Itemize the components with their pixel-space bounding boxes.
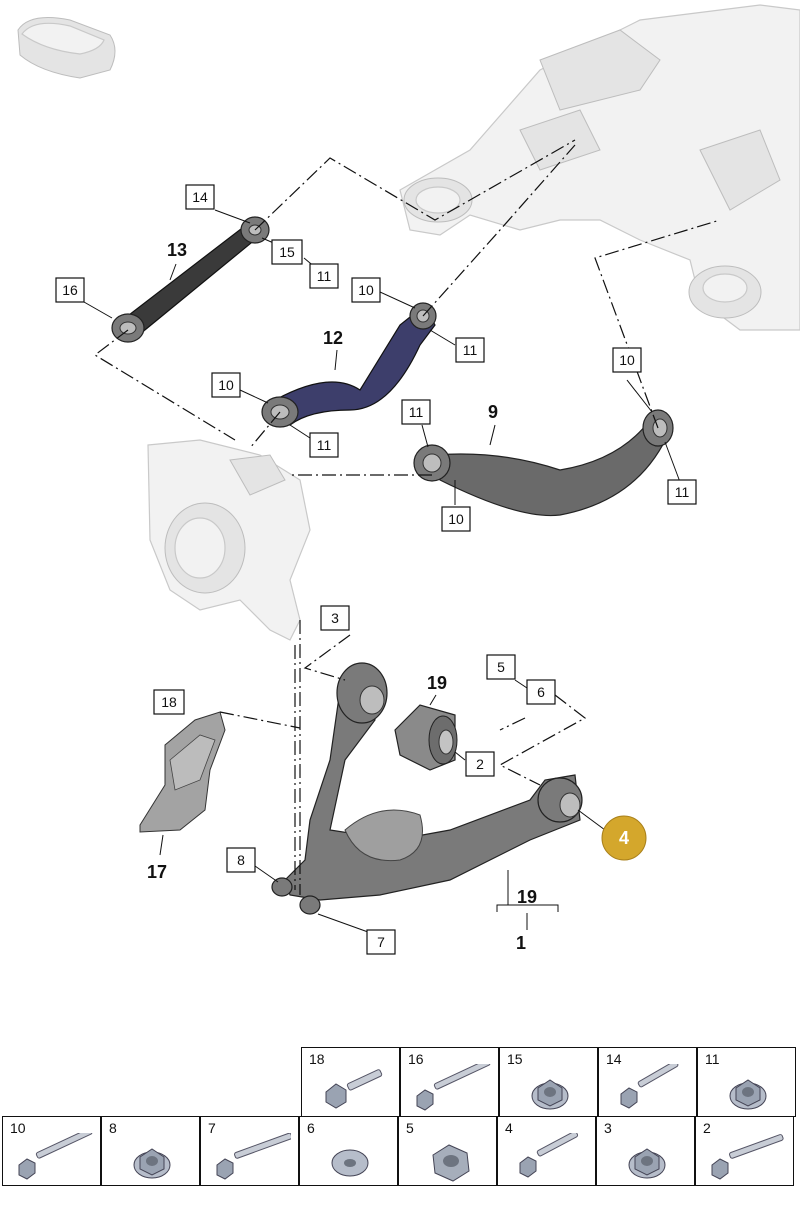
fastener-number: 5 bbox=[406, 1120, 414, 1136]
fastener-table: 18 16 15 14 11 bbox=[0, 1047, 800, 1197]
svg-text:11: 11 bbox=[409, 404, 424, 420]
flange-nut-icon bbox=[531, 1079, 569, 1110]
long-bolt-icon bbox=[416, 1064, 491, 1111]
svg-text:2: 2 bbox=[476, 756, 484, 772]
callout-10-b: 10 bbox=[211, 372, 241, 398]
fastener-number: 14 bbox=[606, 1051, 622, 1067]
link-9 bbox=[413, 409, 674, 517]
fastener-cell: 4 bbox=[497, 1116, 596, 1186]
callout-18: 18 bbox=[153, 689, 185, 715]
fastener-number: 16 bbox=[408, 1051, 424, 1067]
callout-11-e: 11 bbox=[667, 479, 697, 505]
fastener-number: 18 bbox=[309, 1051, 325, 1067]
lower-control-arm-1 bbox=[271, 662, 583, 915]
svg-text:10: 10 bbox=[358, 282, 374, 298]
ghost-block bbox=[17, 17, 116, 79]
callout-5: 5 bbox=[486, 654, 516, 680]
fastener-number: 6 bbox=[307, 1120, 315, 1136]
callout-3: 3 bbox=[320, 605, 350, 631]
fastener-cell: 2 bbox=[695, 1116, 794, 1186]
part-label-12: 12 bbox=[323, 328, 343, 348]
callout-11-c: 11 bbox=[309, 432, 339, 458]
fastener-cell: 10 bbox=[2, 1116, 101, 1186]
fastener-number: 7 bbox=[208, 1120, 216, 1136]
svg-text:6: 6 bbox=[537, 684, 545, 700]
wheel-carrier-ghost bbox=[147, 439, 311, 641]
callout-10-a: 10 bbox=[351, 277, 381, 303]
svg-text:11: 11 bbox=[317, 437, 332, 453]
fastener-number: 8 bbox=[109, 1120, 117, 1136]
part-label-19-bushing: 19 bbox=[427, 673, 447, 693]
part-label-13: 13 bbox=[167, 240, 187, 260]
svg-text:5: 5 bbox=[497, 659, 505, 675]
shield-17 bbox=[139, 711, 226, 833]
callout-6: 6 bbox=[526, 679, 556, 705]
fastener-cell: 3 bbox=[596, 1116, 695, 1186]
exploded-parts-diagram: 14 15 11 16 10 11 10 11 10 11 11 10 3 5 … bbox=[17, 4, 800, 955]
bolt-icon bbox=[519, 1133, 579, 1178]
svg-text:7: 7 bbox=[377, 934, 385, 950]
highlighted-callout-4: 4 bbox=[601, 815, 647, 861]
callout-8: 8 bbox=[226, 847, 256, 873]
fastener-cell: 8 bbox=[101, 1116, 200, 1186]
svg-text:14: 14 bbox=[192, 189, 208, 205]
svg-text:16: 16 bbox=[62, 282, 78, 298]
svg-text:11: 11 bbox=[463, 342, 478, 358]
fastener-cell: 5 bbox=[398, 1116, 497, 1186]
long-bolt-icon bbox=[18, 1133, 93, 1180]
callout-11-a: 11 bbox=[309, 263, 339, 289]
bushing-19 bbox=[394, 704, 458, 771]
fastener-number: 11 bbox=[705, 1051, 720, 1067]
flange-nut-icon bbox=[133, 1148, 171, 1179]
fastener-number: 2 bbox=[703, 1120, 711, 1136]
callout-16: 16 bbox=[55, 277, 85, 303]
callout-14: 14 bbox=[185, 184, 215, 210]
fastener-cell: 7 bbox=[200, 1116, 299, 1186]
fastener-cell: 15 bbox=[499, 1047, 598, 1117]
svg-text:10: 10 bbox=[619, 352, 635, 368]
svg-text:3: 3 bbox=[331, 610, 339, 626]
part-label-1: 1 bbox=[516, 933, 526, 953]
callout-7: 7 bbox=[366, 929, 396, 955]
fastener-number: 3 bbox=[604, 1120, 612, 1136]
svg-text:8: 8 bbox=[237, 852, 245, 868]
callout-11-b: 11 bbox=[455, 337, 485, 363]
fastener-cell: 11 bbox=[697, 1047, 796, 1117]
leader-lines bbox=[83, 209, 681, 933]
callout-15: 15 bbox=[271, 239, 303, 265]
bolt-icon bbox=[620, 1064, 679, 1109]
link-13 bbox=[111, 216, 270, 343]
svg-text:10: 10 bbox=[218, 377, 234, 393]
svg-text:15: 15 bbox=[279, 244, 295, 260]
fastener-cell: 18 bbox=[301, 1047, 400, 1117]
callout-10-d: 10 bbox=[441, 506, 471, 532]
bolt-icon bbox=[325, 1069, 383, 1109]
fastener-number: 10 bbox=[10, 1120, 26, 1136]
svg-text:11: 11 bbox=[317, 268, 332, 284]
callout-2: 2 bbox=[465, 751, 495, 777]
long-bolt-icon bbox=[216, 1133, 291, 1180]
fastener-number: 15 bbox=[507, 1051, 523, 1067]
fastener-cell: 14 bbox=[598, 1047, 697, 1117]
callout-10-c: 10 bbox=[612, 347, 642, 373]
part-label-9: 9 bbox=[488, 402, 498, 422]
callout-11-d: 11 bbox=[401, 399, 431, 425]
svg-text:4: 4 bbox=[619, 828, 629, 848]
assembly-lines bbox=[93, 139, 721, 895]
fastener-cell: 6 bbox=[299, 1116, 398, 1186]
part-label-19-arm: 19 bbox=[517, 887, 537, 907]
subframe-ghost bbox=[399, 4, 800, 331]
fastener-cell: 16 bbox=[400, 1047, 499, 1117]
svg-text:18: 18 bbox=[161, 694, 177, 710]
flange-nut-icon bbox=[729, 1079, 767, 1110]
svg-text:10: 10 bbox=[448, 511, 464, 527]
washer-icon bbox=[331, 1149, 369, 1177]
part-label-17: 17 bbox=[147, 862, 167, 882]
fastener-number: 4 bbox=[505, 1120, 513, 1136]
long-bolt-icon bbox=[711, 1134, 784, 1180]
hex-nut-icon bbox=[432, 1144, 470, 1182]
flange-nut-icon bbox=[628, 1148, 666, 1179]
svg-text:11: 11 bbox=[675, 484, 690, 500]
